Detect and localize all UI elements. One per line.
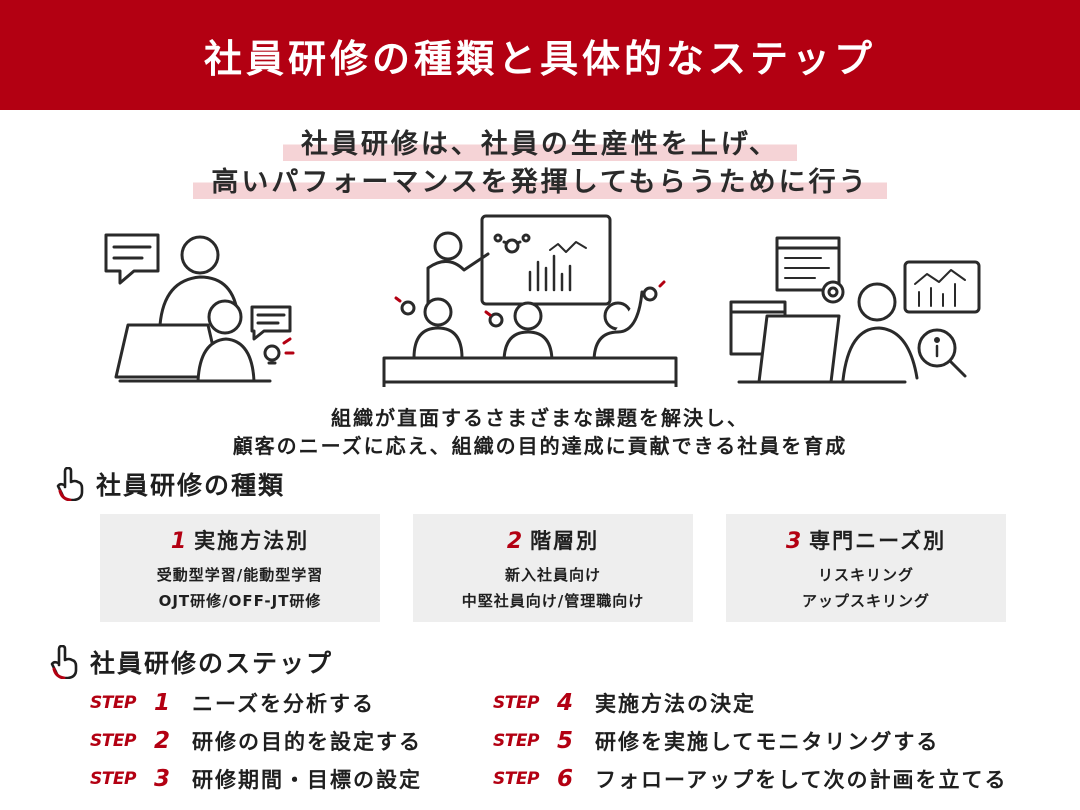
type-detail: 新入社員向け xyxy=(504,566,601,584)
lightbulb-icon xyxy=(642,280,666,302)
step-tag: STEP xyxy=(493,769,539,789)
types-section-title: 社員研修の種類 xyxy=(56,466,285,502)
step-item: STEP 4 実施方法の決定 xyxy=(493,688,756,718)
type-detail: アップスキリング xyxy=(801,592,930,610)
step-number: 2 xyxy=(154,728,171,754)
step-text: 研修期間・目標の設定 xyxy=(192,768,422,792)
bar-chart-icon xyxy=(528,254,572,292)
step-item: STEP 2 研修の目的を設定する xyxy=(90,726,422,756)
speech-bubble-icon xyxy=(250,305,292,341)
type-detail: 中堅社員向け/管理職向け xyxy=(461,592,645,610)
type-detail: OJT研修/OFF-JT研修 xyxy=(158,592,322,610)
step-text: ニーズを分析する xyxy=(192,692,375,716)
illustration-classroom xyxy=(380,212,680,387)
step-text: フォローアップをして次の計画を立てる xyxy=(595,768,1008,792)
presentation-board xyxy=(480,214,612,306)
step-tag: STEP xyxy=(493,731,539,751)
speech-bubble-icon xyxy=(104,233,160,285)
type-label: 実施方法別 xyxy=(194,529,310,553)
step-text: 実施方法の決定 xyxy=(595,692,756,716)
step-item: STEP 6 フォローアップをして次の計画を立てる xyxy=(493,764,1008,794)
lightbulb-icon xyxy=(484,310,504,328)
hand-point-icon xyxy=(50,645,78,679)
type-detail: 受動型学習/能動型学習 xyxy=(156,566,324,584)
purpose-line-2: 顧客のニーズに応え、組織の目的達成に貢献できる社員を育成 xyxy=(232,434,848,458)
browser-window xyxy=(775,236,841,292)
gear-icon xyxy=(821,280,845,304)
type-number: 3 xyxy=(785,529,804,554)
step-item: STEP 5 研修を実施してモニタリングする xyxy=(493,726,939,756)
type-detail: リスキリング xyxy=(817,566,914,584)
step-number: 1 xyxy=(154,690,171,716)
purpose-line-1: 組織が直面するさまざまな課題を解決し、 xyxy=(331,406,749,430)
bar-chart-icon xyxy=(903,260,981,314)
lead-line-1: 社員研修は、社員の生産性を上げ、 xyxy=(0,122,1080,161)
step-text: 研修を実施してモニタリングする xyxy=(595,730,940,754)
lead-line-2: 高いパフォーマンスを発揮してもらうために行う xyxy=(0,160,1080,199)
step-tag: STEP xyxy=(493,693,539,713)
step-number: 4 xyxy=(557,690,574,716)
page-title: 社員研修の種類と具体的なステップ xyxy=(203,36,876,81)
step-number: 6 xyxy=(557,766,574,792)
hand-point-icon xyxy=(56,467,84,501)
lightbulb-icon xyxy=(394,296,416,316)
step-item: STEP 3 研修期間・目標の設定 xyxy=(90,764,422,794)
type-number: 1 xyxy=(170,529,189,554)
magnifier-icon xyxy=(917,328,967,378)
step-text: 研修の目的を設定する xyxy=(192,730,422,754)
type-number: 2 xyxy=(506,529,525,554)
step-tag: STEP xyxy=(90,693,136,713)
illustration-mentoring xyxy=(100,205,300,390)
page-header: 社員研修の種類と具体的なステップ xyxy=(0,0,1080,110)
step-item: STEP 1 ニーズを分析する xyxy=(90,688,375,718)
step-number: 3 xyxy=(154,766,171,792)
steps-section-title: 社員研修のステップ xyxy=(50,644,333,680)
type-label: 専門ニーズ別 xyxy=(809,529,947,553)
lightbulb-icon xyxy=(263,337,295,365)
step-tag: STEP xyxy=(90,769,136,789)
step-tag: STEP xyxy=(90,731,136,751)
illustration-analysis xyxy=(725,232,995,387)
step-number: 5 xyxy=(557,728,574,754)
type-label: 階層別 xyxy=(530,529,600,553)
